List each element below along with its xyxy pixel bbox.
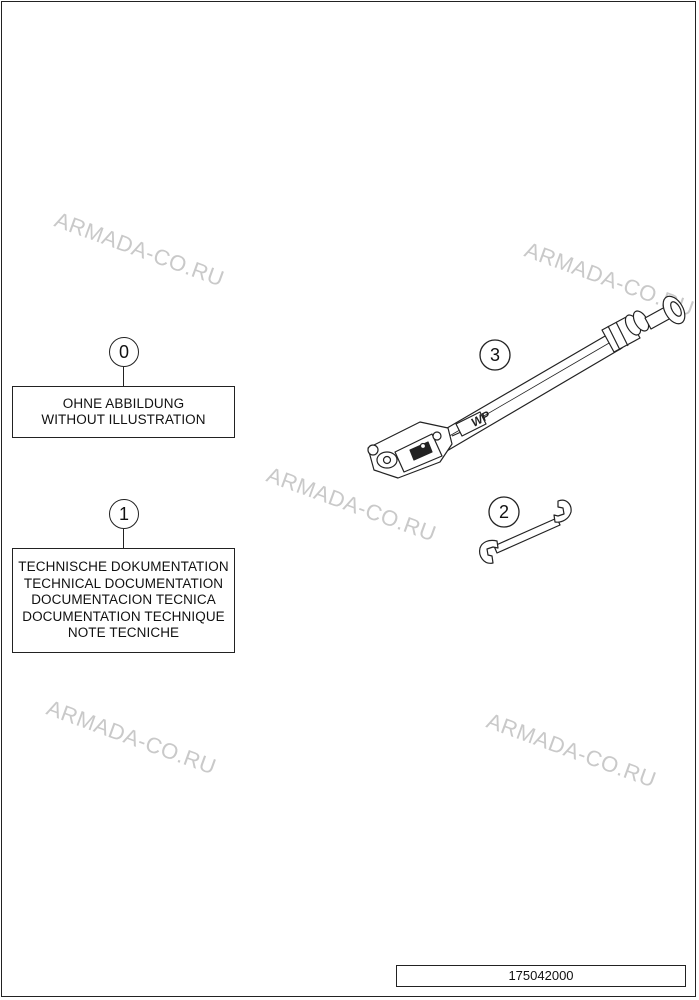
callout-3: 3 — [479, 339, 511, 371]
callout-0: 0 — [109, 337, 139, 367]
callout-1: 1 — [109, 499, 139, 529]
technical-documentation-box: TECHNISCHE DOKUMENTATION TECHNICAL DOCUM… — [12, 548, 235, 653]
box-line: OHNE ABBILDUNG — [62, 395, 185, 411]
box-line: TECHNISCHE DOKUMENTATION — [18, 559, 229, 575]
callout-2-label: 2 — [499, 502, 509, 522]
suspension-pump-illustration — [367, 295, 686, 479]
box-line: NOTE TECNICHE — [67, 625, 180, 641]
leader-line-0 — [123, 367, 125, 386]
box-line: WITHOUT ILLUSTRATION — [41, 412, 206, 427]
leader-line-1 — [123, 529, 125, 548]
box-line: DOCUMENTATION TECHNIQUE — [22, 608, 225, 624]
box-line: TECHNICAL DOCUMENTATION — [23, 575, 224, 591]
callout-3-label: 3 — [490, 345, 500, 365]
callout-2: 2 — [488, 496, 520, 528]
box-line: DOCUMENTACION TECNICA — [31, 592, 216, 608]
without-illustration-box: OHNE ABBILDUNG WITHOUT ILLUSTRATION — [12, 386, 235, 438]
document-number: 175042000 — [396, 965, 686, 987]
wrench-illustration — [479, 499, 572, 564]
